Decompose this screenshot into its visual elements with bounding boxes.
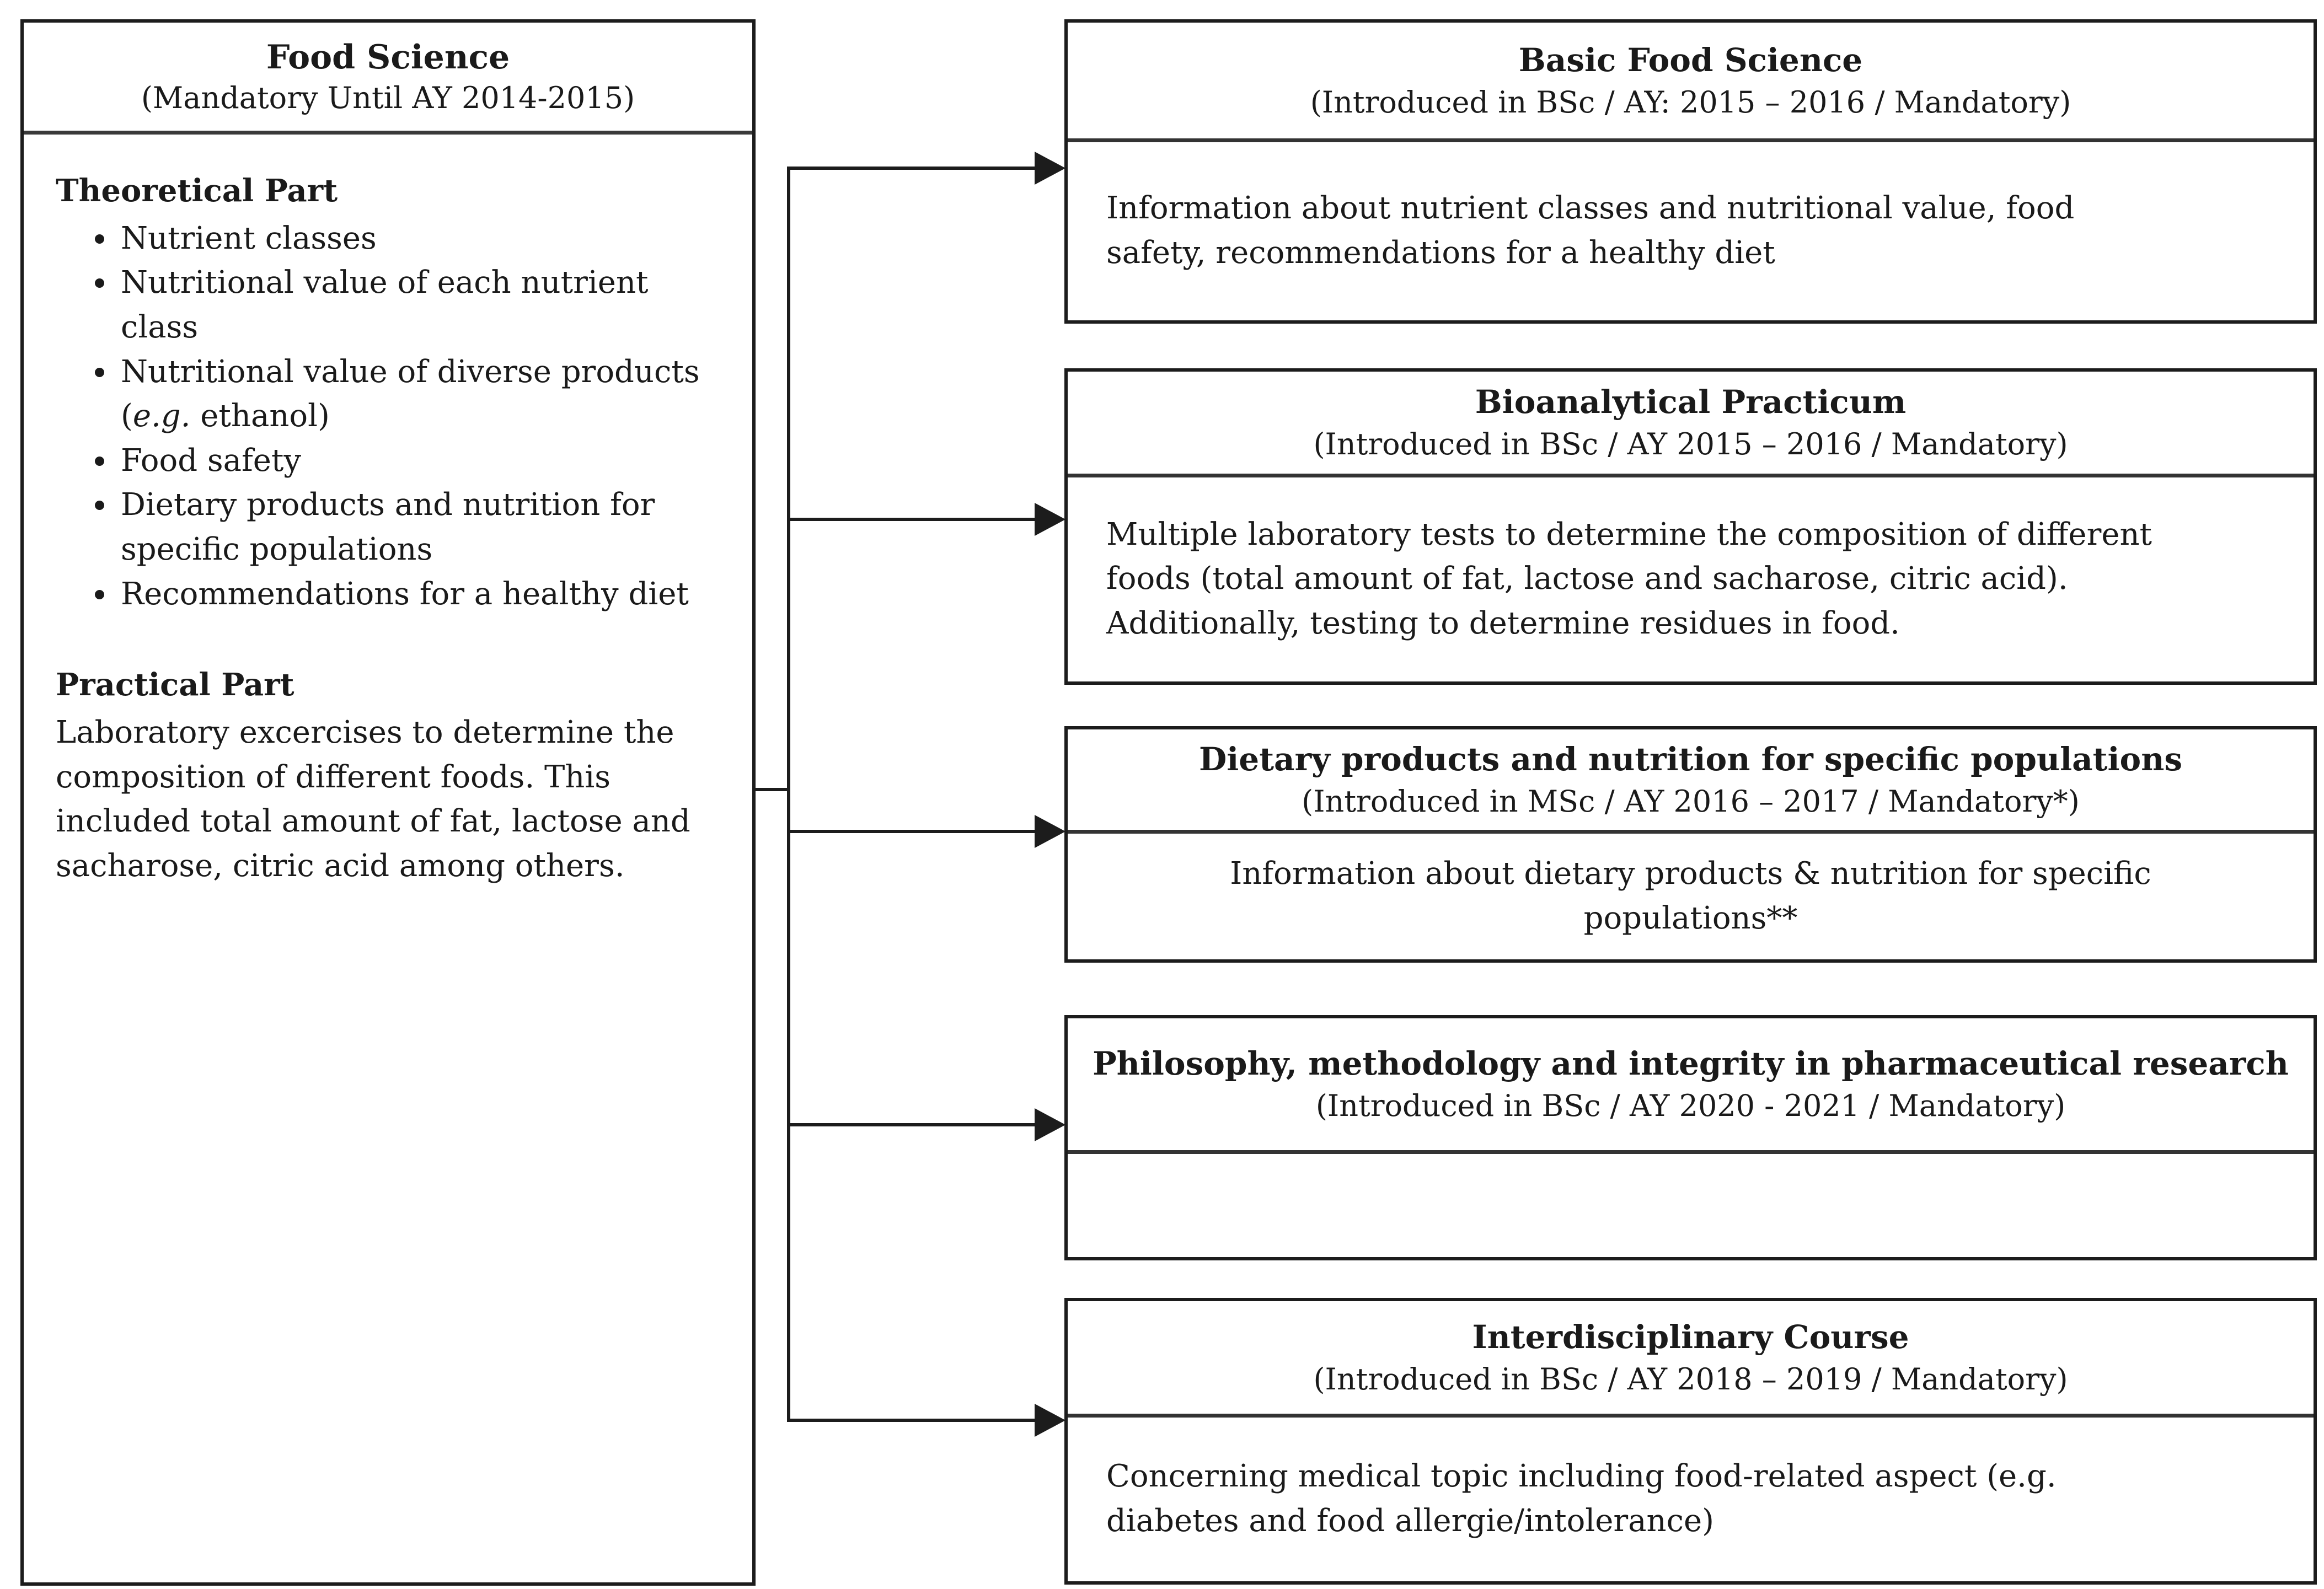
connector-trunk [787, 167, 790, 1422]
course-body: Information about dietary products & nut… [1068, 834, 2314, 959]
course-header: Philosophy, methodology and integrity in… [1068, 1018, 2314, 1154]
course-body [1068, 1154, 2314, 1257]
course-header: Dietary products and nutrition for speci… [1068, 729, 2314, 834]
arrow-to-dietary-products [789, 815, 1065, 848]
arrow-to-basic-food-science [789, 152, 1065, 185]
arrow-to-interdisciplinary [789, 1404, 1065, 1437]
course-title: Dietary products and nutrition for speci… [1198, 740, 2183, 778]
arrowhead-icon [1035, 152, 1065, 185]
bullet-text: Food safety [121, 442, 302, 479]
course-subtitle: (Introduced in BSc / AY 2020 - 2021 / Ma… [1315, 1088, 2066, 1124]
bullet-text: Nutritional value of each nutrient class [121, 265, 649, 345]
arrow-shaft [789, 518, 1037, 521]
legacy-course-box: Food Science (Mandatory Until AY 2014-20… [20, 19, 756, 1586]
course-header: Interdisciplinary Course (Introduced in … [1068, 1301, 2314, 1418]
arrowhead-icon [1035, 815, 1065, 848]
course-box-bioanalytical-practicum: Bioanalytical Practicum (Introduced in B… [1064, 368, 2317, 685]
course-description: Multiple laboratory tests to determine t… [1106, 516, 2152, 641]
bullet-item: Nutrient classes [117, 217, 705, 261]
course-title: Philosophy, methodology and integrity in… [1093, 1045, 2289, 1083]
bullet-item: Dietary products and nutrition for speci… [117, 483, 705, 572]
arrowhead-icon [1035, 503, 1065, 536]
course-title: Interdisciplinary Course [1472, 1318, 1909, 1356]
course-box-basic-food-science: Basic Food Science (Introduced in BSc / … [1064, 19, 2317, 324]
arrow-shaft [789, 1123, 1037, 1126]
course-subtitle: (Introduced in MSc / AY 2016 – 2017 / Ma… [1302, 783, 2080, 819]
arrow-to-bioanalytical-practicum [789, 503, 1065, 536]
connector-stub [754, 788, 789, 791]
bullet-text: ethanol) [190, 398, 330, 434]
course-subtitle: (Introduced in BSc / AY 2015 – 2016 / Ma… [1313, 427, 2068, 462]
course-header: Bioanalytical Practicum (Introduced in B… [1068, 372, 2314, 477]
legacy-course-subtitle: (Mandatory Until AY 2014-2015) [141, 80, 635, 115]
bullet-text-italic: e.g. [132, 398, 191, 434]
bullet-text: Recommendations for a healthy diet [121, 576, 689, 612]
practical-part-heading: Practical Part [56, 667, 294, 704]
arrow-to-philosophy-research [789, 1108, 1065, 1141]
course-subtitle: (Introduced in BSc / AY: 2015 – 2016 / M… [1310, 84, 2071, 120]
bullet-text: Nutrient classes [121, 220, 377, 256]
legacy-course-title: Food Science [266, 37, 510, 77]
bullet-item: Food safety [117, 439, 705, 484]
course-subtitle: (Introduced in BSc / AY 2018 – 2019 / Ma… [1313, 1361, 2068, 1397]
course-description: Concerning medical topic including food-… [1106, 1458, 2057, 1539]
theoretical-part-heading: Theoretical Part [56, 173, 338, 209]
legacy-course-content: Theoretical Part Nutrient classes Nutrit… [24, 135, 752, 888]
legacy-course-header: Food Science (Mandatory Until AY 2014-20… [24, 23, 752, 135]
bullet-item: Recommendations for a healthy diet [117, 572, 705, 617]
bullet-text: Dietary products and nutrition for speci… [121, 487, 655, 567]
course-box-dietary-products: Dietary products and nutrition for speci… [1064, 726, 2317, 963]
course-box-interdisciplinary: Interdisciplinary Course (Introduced in … [1064, 1298, 2317, 1585]
bullet-item: Nutritional value of each nutrient class [117, 261, 705, 350]
course-title: Basic Food Science [1518, 41, 1863, 79]
arrowhead-icon [1035, 1404, 1065, 1437]
course-body: Multiple laboratory tests to determine t… [1068, 477, 2314, 681]
course-body: Information about nutrient classes and n… [1068, 142, 2314, 320]
bullet-text: Nutritional value of diverse products ( [121, 353, 700, 434]
arrow-shaft [789, 167, 1037, 170]
course-description: Information about dietary products & nut… [1230, 855, 2151, 936]
course-box-philosophy-research: Philosophy, methodology and integrity in… [1064, 1015, 2317, 1260]
course-title: Bioanalytical Practicum [1475, 383, 1907, 421]
theoretical-bullet-list: Nutrient classes Nutritional value of ea… [56, 217, 720, 617]
arrow-shaft [789, 1419, 1037, 1422]
course-header: Basic Food Science (Introduced in BSc / … [1068, 23, 2314, 142]
arrowhead-icon [1035, 1108, 1065, 1141]
bullet-item: Nutritional value of diverse products (e… [117, 350, 705, 439]
arrow-shaft [789, 830, 1037, 833]
course-body: Concerning medical topic including food-… [1068, 1418, 2314, 1581]
course-description: Information about nutrient classes and n… [1106, 190, 2075, 271]
practical-part-text: Laboratory excercises to determine the c… [56, 714, 690, 884]
